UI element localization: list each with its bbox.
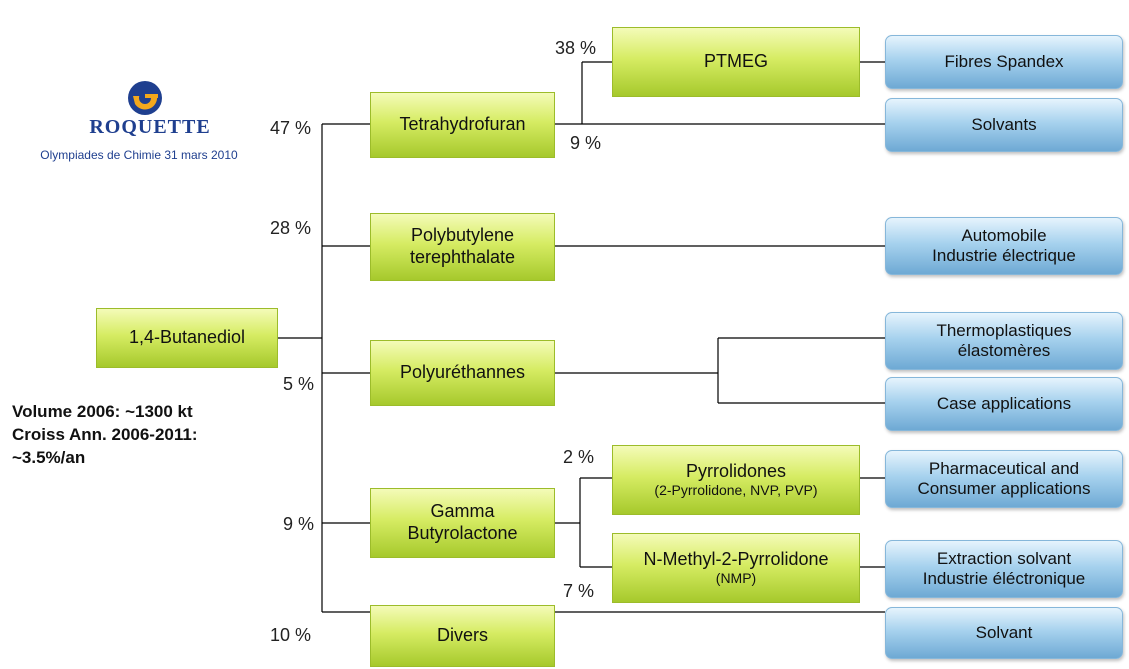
- app-solvant: Solvant: [885, 607, 1123, 659]
- app-extract-line2: Industrie éléctronique: [922, 569, 1086, 588]
- app-auto-line2: Industrie électrique: [932, 246, 1076, 265]
- node-ptmeg-label: PTMEG: [703, 51, 768, 72]
- share-pbt: 28 %: [270, 218, 312, 238]
- node-divers: Divers: [370, 605, 555, 667]
- node-pbt: Polybutylene terephthalate: [370, 213, 555, 281]
- node-nmp-line1: N-Methyl-2-Pyrrolidone: [643, 548, 829, 569]
- share-pyrrolidones: 2 %: [563, 447, 595, 467]
- node-divers-label: Divers: [436, 625, 488, 646]
- app-solvants: Solvants: [885, 98, 1123, 152]
- app-thermo-line1: Thermoplastiques: [936, 320, 1072, 340]
- app-spandex: Fibres Spandex: [885, 35, 1123, 89]
- share-thf-solvants: 9 %: [570, 133, 602, 153]
- node-pyrr-line1: Pyrrolidones: [685, 460, 787, 481]
- share-thf: 47 %: [270, 118, 312, 138]
- node-pyrrolidones: Pyrrolidones (2-Pyrrolidone, NVP, PVP): [612, 445, 860, 515]
- node-pbt-line2: terephthalate: [409, 247, 516, 267]
- app-automobile: Automobile Industrie électrique: [885, 217, 1123, 275]
- share-divers: 10 %: [270, 625, 312, 645]
- app-auto-line1: Automobile: [961, 225, 1047, 245]
- app-case: Case applications: [885, 377, 1123, 431]
- app-pharma-line1: Pharmaceutical and: [928, 458, 1080, 478]
- info-growth-label: Croiss Ann. 2006-2011:: [12, 425, 198, 444]
- app-pharma-line2: Consumer applications: [917, 479, 1091, 498]
- app-case-label: Case applications: [936, 393, 1072, 413]
- app-solvant-label: Solvant: [975, 622, 1033, 642]
- app-spandex-label: Fibres Spandex: [944, 51, 1064, 71]
- share-nmp: 7 %: [563, 581, 595, 601]
- node-gbl-line2: Butyrolactone: [407, 523, 518, 543]
- share-ptmeg: 38 %: [555, 38, 597, 58]
- info-volume: Volume 2006: ~1300 kt: [12, 402, 193, 421]
- node-pbt-line1: Polybutylene: [410, 225, 515, 246]
- node-pyrr-line2: (2-Pyrrolidone, NVP, PVP): [654, 482, 818, 499]
- node-gbl-line1: Gamma: [430, 501, 495, 522]
- node-nmp-line2: (NMP): [715, 570, 757, 587]
- share-gbl: 9 %: [283, 514, 315, 534]
- logo-name: ROQUETTE: [89, 116, 211, 138]
- node-ptmeg: PTMEG: [612, 27, 860, 97]
- share-pu: 5 %: [283, 374, 315, 394]
- node-thf-label: Tetrahydrofuran: [399, 114, 526, 135]
- app-thermoplastiques: Thermoplastiques élastomères: [885, 312, 1123, 370]
- app-extraction: Extraction solvant Industrie éléctroniqu…: [885, 540, 1123, 598]
- root-label: 1,4-Butanediol: [128, 327, 246, 348]
- node-gbl: Gamma Butyrolactone: [370, 488, 555, 558]
- node-thf: Tetrahydrofuran: [370, 92, 555, 158]
- node-nmp: N-Methyl-2-Pyrrolidone (NMP): [612, 533, 860, 603]
- app-pharmaceutical: Pharmaceutical and Consumer applications: [885, 450, 1123, 508]
- node-pu-label: Polyuréthannes: [399, 362, 526, 383]
- node-pu: Polyuréthannes: [370, 340, 555, 406]
- logo-subtitle: Olympiades de Chimie 31 mars 2010: [40, 148, 238, 162]
- root-node: 1,4-Butanediol: [96, 308, 278, 368]
- app-extract-line1: Extraction solvant: [936, 548, 1072, 568]
- app-thermo-line2: élastomères: [957, 341, 1051, 360]
- app-solvants-label: Solvants: [971, 114, 1037, 134]
- info-growth-value: ~3.5%/an: [12, 448, 86, 467]
- roquette-logo-icon: [128, 81, 162, 115]
